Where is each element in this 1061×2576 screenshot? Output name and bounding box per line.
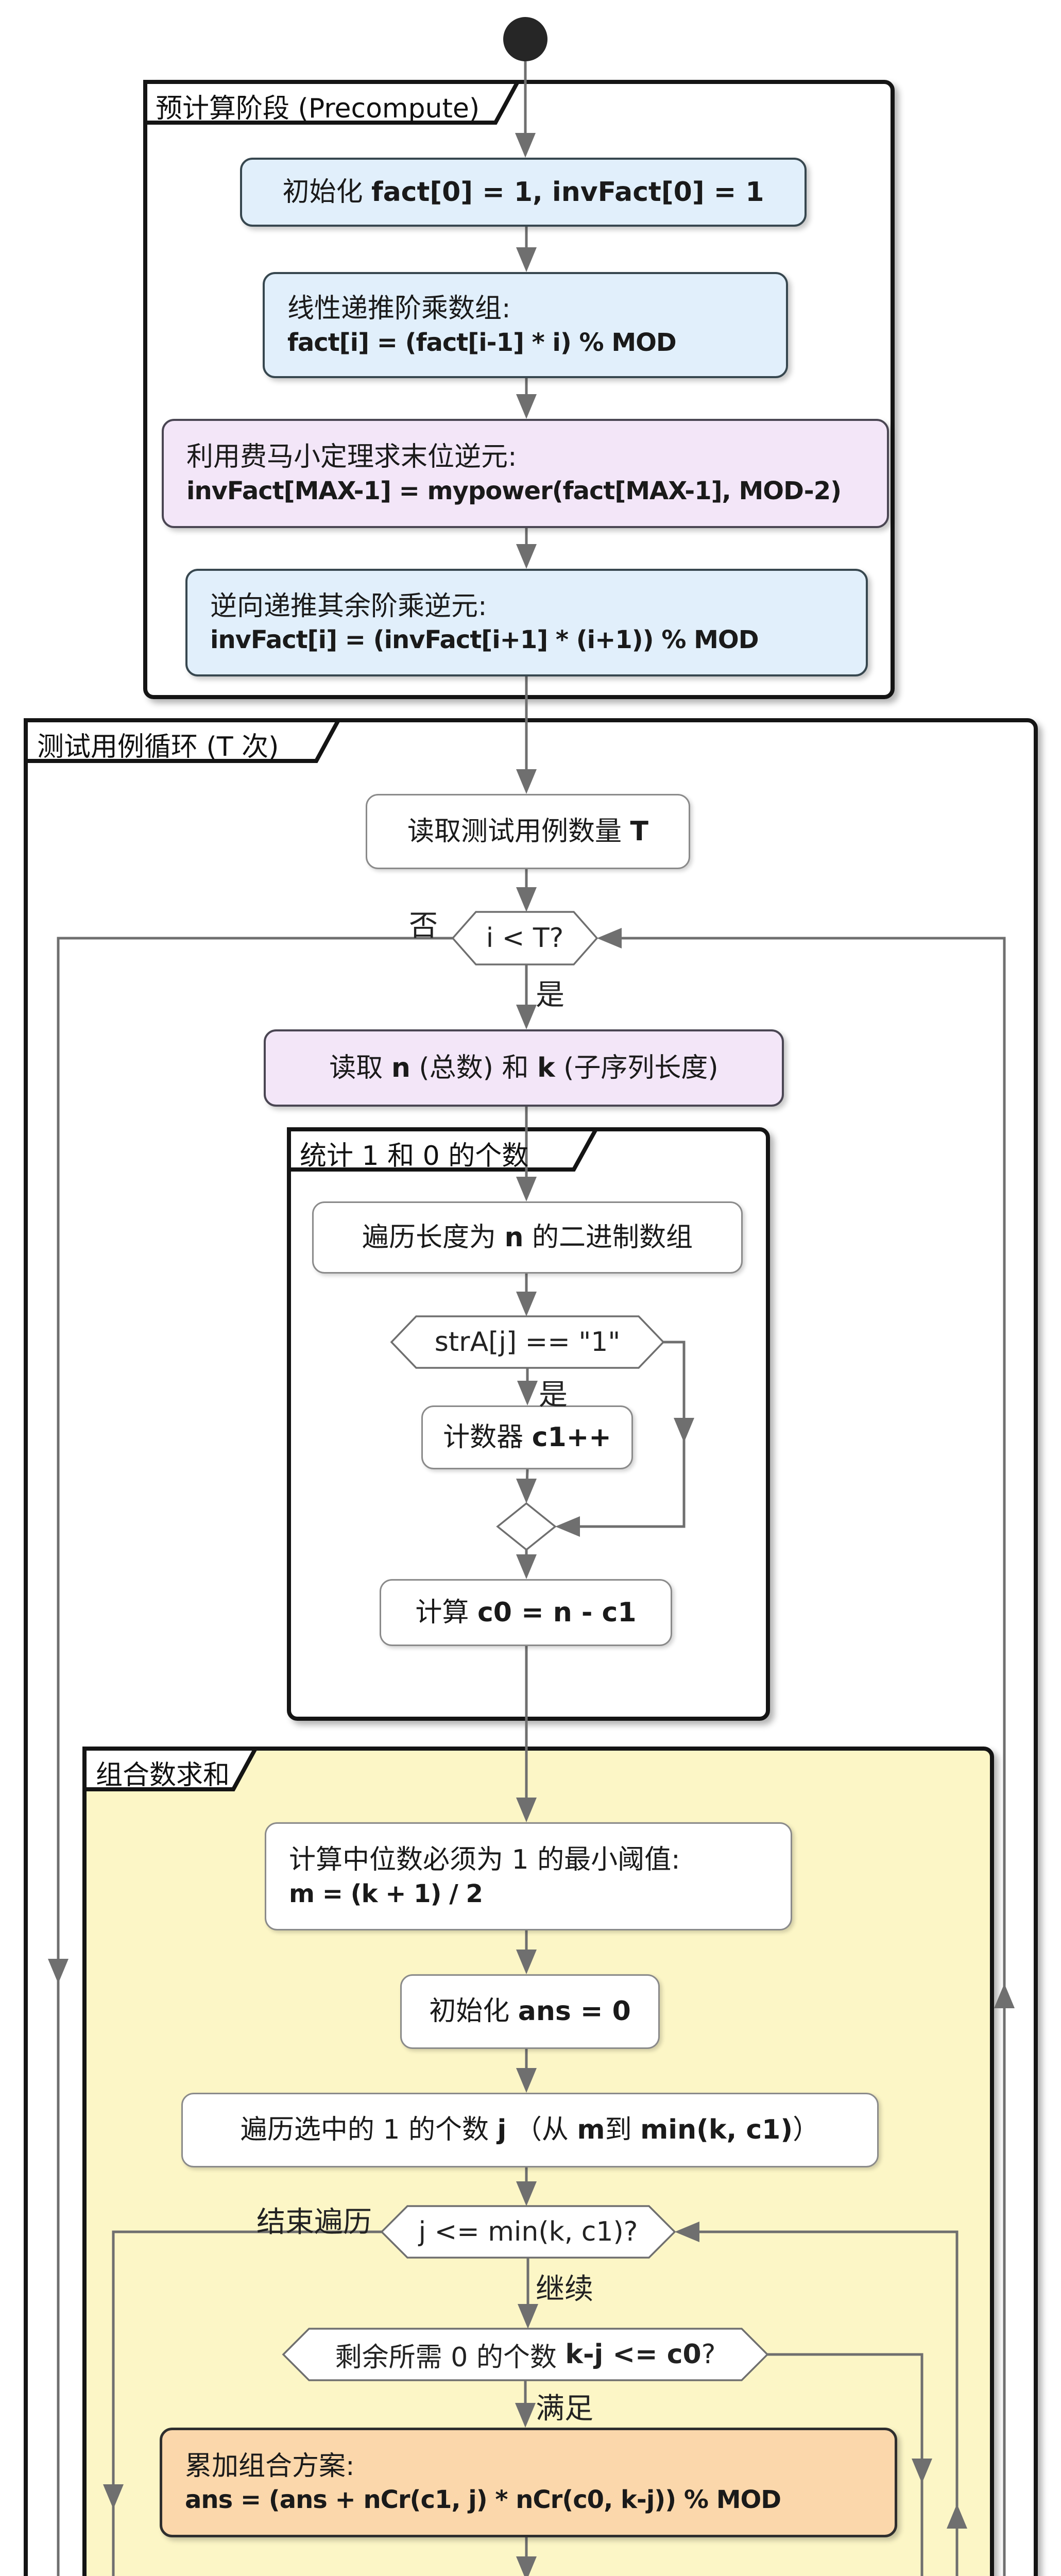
edge-jinc-loopback [678, 2230, 959, 2576]
decision-stra-shape [390, 1315, 665, 1369]
partition-title-test-loop: 测试用例循环 (T 次) [37, 732, 279, 762]
edge-endloop [112, 2230, 382, 2576]
tab-test-loop [24, 718, 342, 763]
arrow-heads [48, 133, 1015, 2576]
decision-j-le-min-shape [380, 2205, 676, 2259]
edge-label-end-iter: 结束遍历 [256, 2206, 372, 2239]
merge-diamond-1 [496, 1502, 557, 1551]
decision-kj-le-c0: 剩余所需 0 的个数 k-j <= c0? [335, 2339, 716, 2373]
decision-j-le-min: j <= min(k, c1)? [418, 2216, 638, 2247]
decision-stra: strA[j] == "1" [434, 1327, 621, 1358]
partition-tabs [24, 80, 600, 1791]
edge-label-no: 否 [409, 909, 438, 943]
activity-backward-inverse: 逆向递推其余阶乘逆元: invFact[i] = (invFact[i+1] *… [185, 569, 868, 676]
activity-read-nk: 读取 n (总数) 和 k (子序列长度) [264, 1029, 784, 1107]
decision-shapes [282, 911, 769, 2381]
tab-precompute [143, 80, 521, 125]
decision-i-lt-t: i < T? [486, 923, 564, 954]
start-node [503, 17, 547, 61]
activity-calc-c0: 计算 c0 = n - c1 [380, 1579, 672, 1646]
activity-init-fact: 初始化 fact[0] = 1, invFact[0] = 1 [240, 158, 807, 227]
tab-count-bits [287, 1127, 600, 1172]
partition-test-loop [24, 718, 1038, 2576]
activity-iterate-bits: 遍历长度为 n 的二进制数组 [312, 1201, 743, 1274]
activity-accumulate: 累加组合方案: ans = (ans + nCr(c1, j) * nCr(c0… [160, 2428, 897, 2537]
partition-title-count-bits: 统计 1 和 0 的个数 [300, 1141, 529, 1172]
terminal-nodes [503, 17, 547, 61]
tab-comb-sum [82, 1747, 259, 1791]
activity-median-threshold: 计算中位数必须为 1 的最小阈值: m = (k + 1) / 2 [265, 1822, 792, 1930]
activity-iterate-j: 遍历选中的 1 的个数 j （从 m到 min(k, c1)） [181, 2093, 879, 2167]
edge-label-yes-2: 是 [539, 1378, 568, 1412]
activity-fermat-inverse: 利用费马小定理求末位逆元: invFact[MAX-1] = mypower(f… [162, 419, 889, 528]
partition-title-precompute: 预计算阶段 (Precompute) [156, 93, 480, 124]
edge-iinc-loopback [600, 937, 1006, 2576]
partition-title-comb-sum: 组合数求和 [96, 1760, 230, 1791]
edge-label-continue: 继续 [536, 2273, 593, 2306]
edge-label-satisfy: 满足 [536, 2392, 593, 2426]
decision-kj-le-c0-shape [282, 2328, 769, 2381]
edge-no-branch [57, 937, 453, 2576]
activity-counter-c1: 计数器 c1++ [421, 1405, 633, 1469]
activity-linear-fact: 线性递推阶乘数组: fact[i] = (fact[i-1] * i) % MO… [263, 272, 788, 378]
activity-read-t: 读取测试用例数量 T [366, 794, 690, 869]
edge-label-yes: 是 [536, 978, 564, 1012]
activity-init-ans: 初始化 ans = 0 [400, 1974, 660, 2049]
decision-i-lt-t-shape [451, 911, 598, 965]
